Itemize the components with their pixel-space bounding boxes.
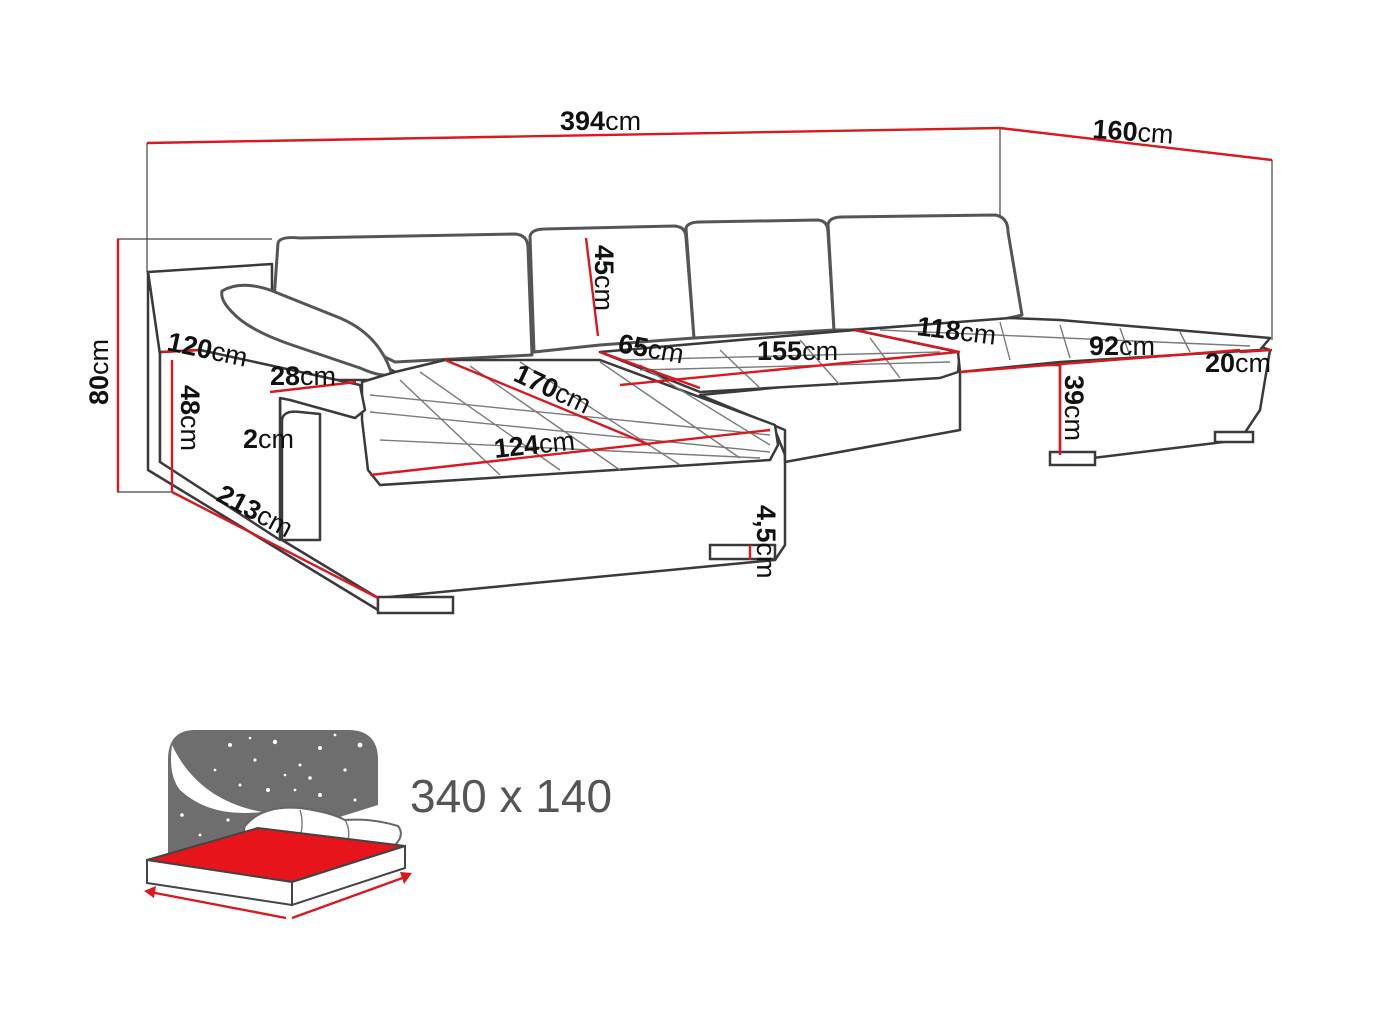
back-cushion-4: [826, 213, 1024, 332]
mattress-side: [291, 844, 406, 907]
leg-right-2: [1213, 430, 1255, 444]
label-leg-height: 4,5cm: [751, 505, 781, 579]
star-icon: [180, 733, 363, 837]
label-armrest-width: 28cm: [270, 361, 336, 391]
label-armrest-height: 48cm: [175, 385, 205, 451]
label-back-cushion-height: 45cm: [589, 245, 619, 311]
label-total-width: 394cm: [560, 106, 641, 136]
dimension-lines: [116, 126, 1273, 600]
bed-icon: [144, 730, 412, 920]
night-panel: [168, 730, 378, 858]
arrow-left: [144, 886, 156, 898]
label-right-armrest: 20cm: [1205, 348, 1271, 378]
label-right-depth: 160cm: [1092, 114, 1175, 150]
dim-line-65: [599, 350, 701, 390]
dim-line-45: [584, 237, 600, 337]
dim-line-124: [369, 428, 771, 477]
left-armrest: [158, 348, 367, 542]
dim-line-28: [269, 380, 357, 394]
legs: [376, 430, 1255, 615]
label-right-seat-width: 92cm: [1089, 331, 1155, 361]
label-middle-seat-width: 155cm: [757, 336, 838, 366]
dim-line-394: [146, 126, 1001, 145]
label-chaise-seat-length: 124cm: [492, 426, 576, 464]
bed-size-label: 340 x 140: [410, 770, 612, 822]
armrest-front: [280, 410, 322, 542]
label-seat-depth: 65cm: [616, 328, 686, 369]
label-right-chaise-length: 118cm: [915, 311, 998, 350]
dim-line-92: [959, 348, 1241, 374]
dim-line-155: [619, 350, 959, 387]
dim-line-170: [444, 358, 651, 447]
arrow-right: [400, 872, 412, 884]
pillow-icon: [220, 283, 394, 377]
dim-line-160: [999, 126, 1273, 162]
back-cushion-3: [684, 218, 836, 340]
leg-right-1: [1048, 450, 1097, 467]
label-height: 80cm: [84, 339, 114, 405]
dim-line-118: [854, 328, 961, 354]
label-seat-height: 39cm: [1059, 375, 1089, 441]
moon-icon: [171, 745, 262, 814]
dim-line-20: [1239, 348, 1273, 354]
leg-front-mid: [708, 543, 777, 561]
back-cushions: [220, 213, 1024, 377]
dim-line-213: [171, 490, 379, 600]
dim-line-120: [161, 348, 201, 354]
guide-lines: [117, 128, 1273, 493]
leg-front-left: [376, 595, 455, 615]
label-armrest-gap: 2cm: [243, 424, 294, 454]
